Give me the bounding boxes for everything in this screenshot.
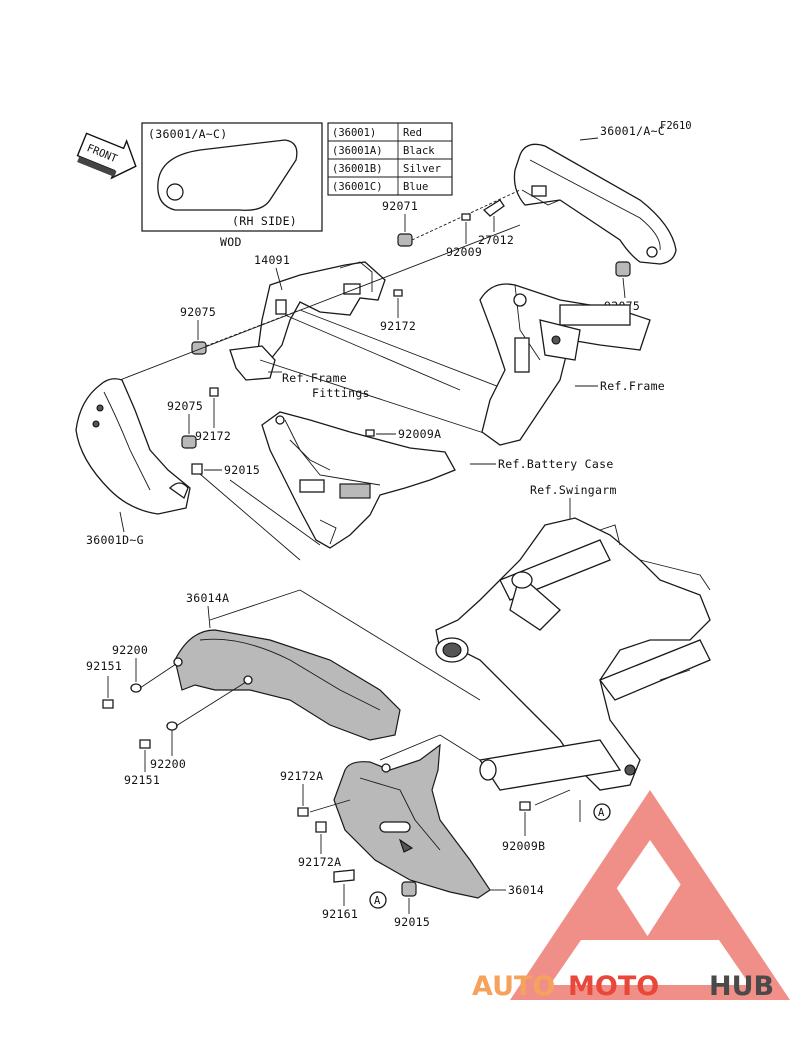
screw-92009 (461, 213, 471, 221)
label-92151-a: 92151 (86, 659, 122, 673)
color-name-0: Red (403, 127, 422, 139)
label-ref-swingarm: Ref.Swingarm (530, 483, 617, 497)
label-92015-b: 92015 (394, 915, 430, 929)
inset-part-label: (36001/A~C) (148, 127, 227, 141)
washer-92200-a (130, 683, 142, 693)
color-code-1: (36001A) (332, 145, 383, 157)
watermark-hub: HUB (709, 971, 774, 1002)
watermark-moto: MOTO (568, 971, 659, 1002)
clip-27012 (482, 199, 505, 217)
watermark-text: AUTO MOTO HUB (472, 971, 774, 1002)
washer-92200-b (166, 721, 178, 731)
label-36014: 36014 (508, 883, 544, 897)
grommet-92071 (397, 233, 413, 247)
frame-section (479, 283, 651, 446)
marker-a-right (593, 803, 611, 821)
watermark-auto: AUTO (472, 971, 555, 1002)
label-92075-a: 92075 (180, 305, 216, 319)
bolt-92151-a (102, 699, 114, 709)
pad-92161 (333, 869, 355, 883)
battery-case-bracket (261, 411, 456, 549)
inset-side-label: (RH SIDE) (232, 214, 297, 228)
side-cover-right (513, 143, 677, 265)
label-ref-frame: Ref.Frame (600, 379, 665, 393)
color-code-0: (36001) (332, 127, 376, 139)
label-36001d-g: 36001D~G (86, 533, 144, 547)
label-36014a: 36014A (186, 591, 229, 605)
side-cover-left (75, 378, 191, 515)
marker-a-right-label: A (598, 807, 605, 819)
grommet-92075-left-a (191, 341, 207, 355)
color-table: (36001) Red (36001A) Black (36001B) Silv… (327, 122, 453, 196)
front-arrow-icon: FRONT (76, 132, 137, 180)
collar-92015-left (191, 463, 203, 475)
color-name-3: Blue (403, 181, 428, 193)
bolt-92172a-a (297, 807, 309, 817)
label-92172-a: 92172 (380, 319, 416, 333)
inset-box: (36001/A~C) (RH SIDE) (141, 122, 323, 232)
label-92172a-b: 92172A (298, 855, 341, 869)
label-92071: 92071 (382, 199, 418, 213)
chain-cover-36014a (173, 629, 401, 741)
color-code-2: (36001B) (332, 163, 383, 175)
label-92151-b: 92151 (124, 773, 160, 787)
color-name-2: Silver (403, 163, 441, 175)
bolt-92172-lower (209, 387, 219, 397)
color-name-1: Black (403, 145, 435, 157)
inset-caption: WOD (220, 235, 242, 249)
label-92009a: 92009A (398, 427, 441, 441)
figure-code: F2610 (660, 120, 692, 132)
marker-a-left-label: A (374, 895, 381, 907)
label-36001-ac: 36001/A~C (600, 124, 665, 138)
collar-92015-right (401, 881, 417, 897)
label-14091: 14091 (254, 253, 290, 267)
bolt-92172a-b (315, 821, 327, 833)
bolt-92172-upper (393, 289, 403, 297)
grommet-92075-right (615, 261, 631, 277)
bolt-92009a (365, 429, 375, 437)
label-92075-b: 92075 (167, 399, 203, 413)
label-92015-a: 92015 (224, 463, 260, 477)
color-code-3: (36001C) (332, 181, 383, 193)
label-92200-a: 92200 (112, 643, 148, 657)
label-92200-b: 92200 (150, 757, 186, 771)
label-92172-b: 92172 (195, 429, 231, 443)
swingarm (435, 517, 711, 791)
watermark-logo (510, 790, 790, 1000)
label-92009b: 92009B (502, 839, 545, 853)
label-ref-battery-case: Ref.Battery Case (498, 457, 614, 471)
label-92009: 92009 (446, 245, 482, 259)
bracket-14091 (257, 261, 386, 361)
bolt-92009b (519, 801, 531, 811)
grommet-92075-left-b (181, 435, 197, 449)
marker-a-left (369, 891, 387, 909)
label-92161: 92161 (322, 907, 358, 921)
frame-fittings-bracket (229, 345, 276, 381)
label-27012: 27012 (478, 233, 514, 247)
label-ref-frame-fittings-2: Fittings (312, 386, 370, 400)
chain-cover-36014 (333, 743, 491, 899)
bolt-92151-b (139, 739, 151, 749)
label-92172a-a: 92172A (280, 769, 323, 783)
